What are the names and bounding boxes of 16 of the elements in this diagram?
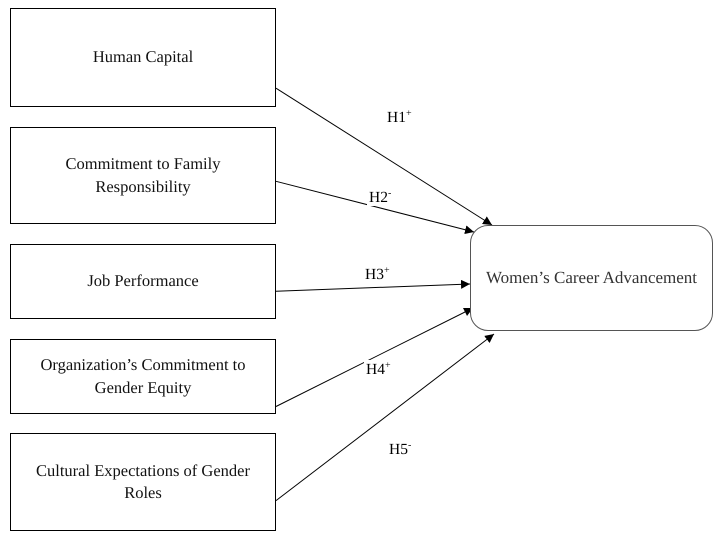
construct-box [10,433,276,531]
arrow [276,88,492,226]
construct-box [10,339,276,414]
node-text: Job Performance [86,270,200,292]
node-text: Commitment to Family Responsibility [64,153,222,198]
construct-box [10,127,276,224]
outcome-box [470,225,713,331]
node-text: Human Capital [92,46,194,68]
arrow [276,180,474,234]
node-text: Women’s Career Advancement [484,266,698,289]
arrow [276,280,470,292]
construct-box [10,244,276,319]
arrow [276,334,494,502]
node-text: Organization’s Commitment to Gender Equity [39,354,246,399]
construct-box [10,8,276,107]
node-text: Cultural Expectations of Gender Roles [35,460,251,504]
